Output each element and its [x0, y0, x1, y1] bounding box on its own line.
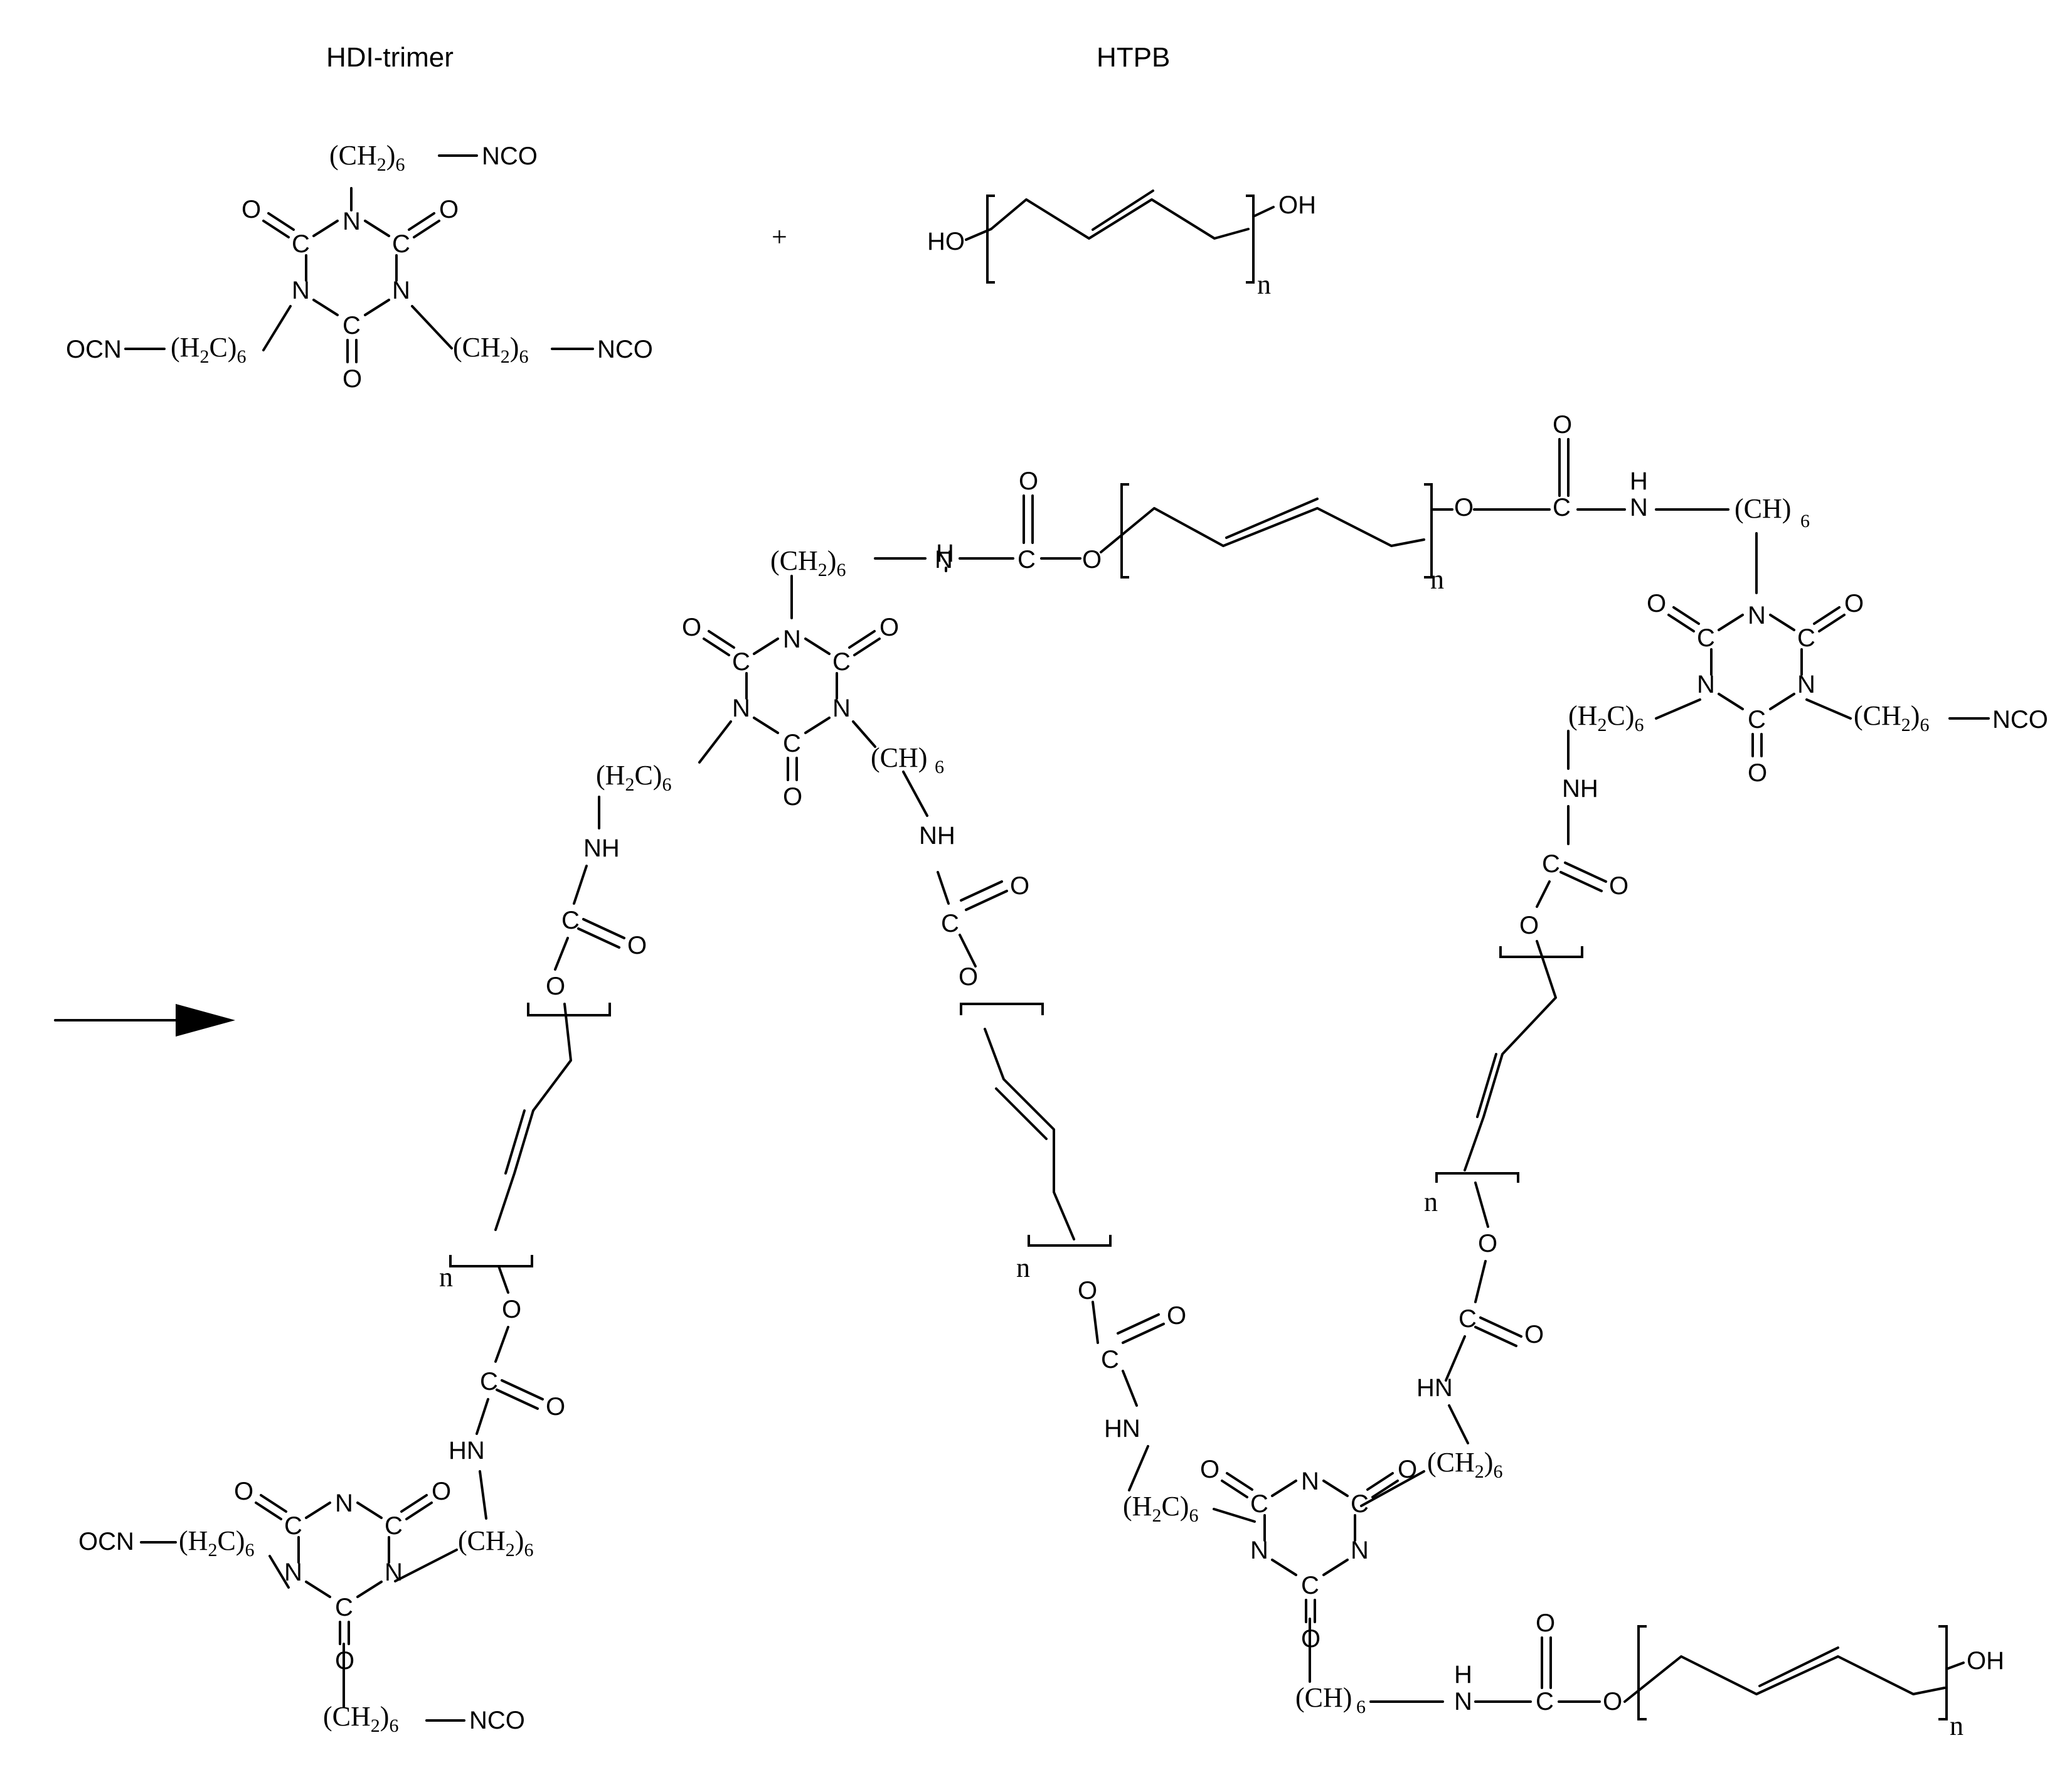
svg-text:(H2C)6: (H2C)6: [1123, 1491, 1198, 1526]
svg-text:n: n: [1430, 564, 1444, 595]
svg-text:H: H: [1630, 467, 1648, 495]
svg-text:O: O: [1524, 1321, 1544, 1348]
svg-text:HO: HO: [927, 228, 965, 255]
svg-text:O: O: [546, 973, 565, 1000]
hdi-trimer-title: HDI-trimer: [326, 42, 454, 73]
svg-text:O: O: [959, 963, 978, 991]
svg-text:n: n: [439, 1262, 453, 1293]
svg-text:O: O: [546, 1393, 565, 1421]
svg-text:O: O: [1082, 546, 1102, 573]
product-network: (CH2)6 H N C O O n O C O N H (CH) 6 (CH2…: [78, 411, 2048, 1741]
svg-text:(H2C)6: (H2C)6: [596, 760, 671, 795]
htpb-structure: HO OH n: [927, 189, 1316, 300]
svg-text:N: N: [935, 546, 953, 573]
svg-text:O: O: [627, 932, 647, 959]
svg-text:O: O: [1603, 1688, 1622, 1715]
svg-text:H: H: [936, 540, 954, 567]
svg-text:NH: NH: [583, 835, 620, 862]
svg-text:n: n: [1257, 269, 1271, 300]
plus-sign: +: [772, 221, 787, 252]
svg-text:O: O: [1609, 872, 1628, 900]
svg-text:6: 6: [1356, 1697, 1366, 1717]
svg-text:(CH): (CH): [1295, 1682, 1352, 1713]
hdi-trimer-structure: (CH2)6 NCO (H2C)6 OCN (CH2)6 NCO: [66, 140, 653, 394]
svg-text:OCN: OCN: [66, 336, 122, 363]
svg-text:C: C: [1458, 1305, 1477, 1333]
svg-text:C: C: [561, 907, 580, 934]
svg-text:NH: NH: [919, 822, 955, 850]
svg-text:O: O: [1019, 467, 1038, 495]
svg-text:6: 6: [935, 757, 944, 777]
svg-text:HN: HN: [1416, 1374, 1453, 1402]
svg-text:(CH): (CH): [1735, 493, 1791, 524]
svg-text:6: 6: [1800, 511, 1810, 531]
svg-text:H: H: [1454, 1661, 1472, 1688]
svg-text:O: O: [502, 1296, 521, 1323]
svg-text:N: N: [1454, 1688, 1472, 1715]
svg-text:O: O: [1010, 872, 1029, 900]
svg-text:n: n: [1424, 1187, 1438, 1217]
svg-text:O: O: [1167, 1302, 1186, 1330]
svg-text:NCO: NCO: [1992, 706, 2048, 733]
svg-text:(CH2)6: (CH2)6: [458, 1525, 533, 1560]
svg-text:C: C: [1553, 494, 1571, 521]
svg-text:OH: OH: [1967, 1647, 2004, 1675]
svg-text:C: C: [1536, 1688, 1554, 1715]
svg-text:(H2C)6: (H2C)6: [171, 332, 246, 367]
svg-text:O: O: [1536, 1609, 1555, 1637]
svg-text:O: O: [1519, 912, 1539, 939]
svg-text:O: O: [1078, 1277, 1097, 1304]
svg-text:C: C: [1101, 1346, 1119, 1373]
svg-text:NCO: NCO: [597, 336, 653, 363]
svg-text:NCO: NCO: [482, 142, 538, 170]
svg-text:(H2C)6: (H2C)6: [179, 1525, 254, 1560]
svg-text:NH: NH: [1562, 775, 1598, 803]
svg-text:OH: OH: [1278, 191, 1316, 219]
reaction-arrow: [54, 1004, 235, 1037]
svg-text:O: O: [1553, 411, 1572, 439]
svg-text:C: C: [1542, 850, 1560, 878]
svg-text:(H2C)6: (H2C)6: [1568, 700, 1644, 735]
svg-text:(CH2)6: (CH2)6: [770, 545, 846, 580]
svg-text:C: C: [480, 1368, 498, 1395]
svg-text:n: n: [1950, 1710, 1963, 1741]
svg-text:NCO: NCO: [469, 1707, 525, 1734]
svg-text:(CH2)6: (CH2)6: [1854, 700, 1929, 735]
svg-text:C: C: [1017, 546, 1036, 573]
svg-text:(CH2)6: (CH2)6: [453, 332, 528, 367]
svg-text:n: n: [1016, 1252, 1030, 1283]
svg-text:OCN: OCN: [78, 1528, 134, 1555]
svg-text:N: N: [1630, 494, 1648, 521]
svg-text:(CH2)6: (CH2)6: [1427, 1447, 1502, 1482]
svg-text:(CH): (CH): [871, 742, 927, 773]
svg-text:(CH2)6: (CH2)6: [329, 140, 405, 175]
svg-text:HN: HN: [1104, 1415, 1140, 1443]
svg-text:O: O: [1454, 494, 1474, 521]
htpb-title: HTPB: [1097, 42, 1170, 73]
svg-text:HN: HN: [449, 1437, 485, 1464]
svg-text:(CH2)6: (CH2)6: [323, 1701, 398, 1736]
svg-text:O: O: [1478, 1230, 1497, 1257]
svg-text:C: C: [941, 910, 959, 937]
